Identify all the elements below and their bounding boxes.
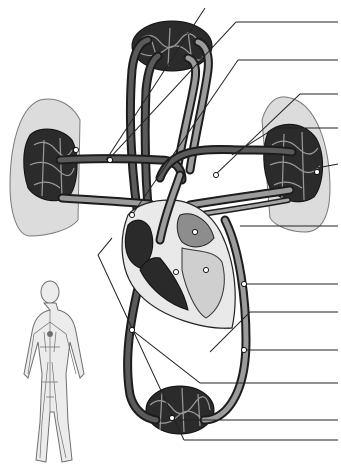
label-dot — [74, 148, 79, 153]
label-dot — [130, 213, 135, 218]
left-lung-capillary-network — [24, 129, 77, 201]
label-dot — [108, 158, 113, 163]
label-dot — [214, 173, 219, 178]
label-dot — [193, 230, 198, 235]
label-dot — [130, 328, 135, 333]
label-dot — [174, 270, 179, 275]
label-dot — [242, 348, 247, 353]
label-dot — [315, 170, 320, 175]
label-dot — [204, 268, 209, 273]
body-capillary-network — [146, 386, 214, 434]
label-dot — [170, 416, 175, 421]
human-figure — [24, 281, 84, 462]
label-dot — [242, 282, 247, 287]
